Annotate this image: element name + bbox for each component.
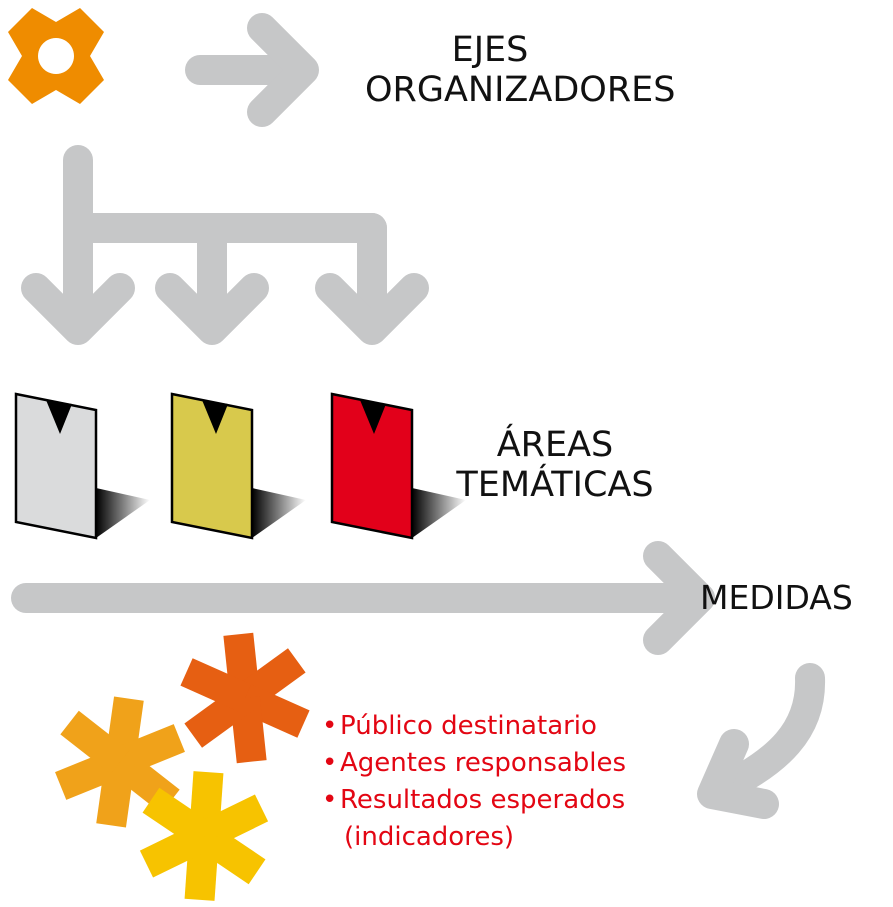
asterisk-icon [139, 771, 269, 901]
bullet-marker: • [322, 785, 338, 815]
area-card-yellow [170, 392, 306, 540]
card-shadow [252, 488, 306, 538]
card-shadow [96, 488, 150, 538]
bullet-item: •Resultados esperados [322, 782, 626, 819]
bullet-marker: • [322, 711, 338, 741]
bullet-text: Agentes responsables [340, 748, 627, 778]
card-notch [202, 400, 228, 434]
bullet-item: •Público destinatario [322, 708, 626, 745]
label-ejes-organizadores: EJES ORGANIZADORES [365, 30, 676, 110]
card-notch [360, 400, 386, 434]
bullet-list: •Público destinatario •Agentes responsab… [322, 708, 626, 856]
label-ejes-line-2: ORGANIZADORES [365, 70, 676, 110]
asterisk-icon [180, 632, 310, 764]
ejes-icon-shape [8, 8, 104, 104]
down-arrow-1 [21, 213, 135, 345]
asterisk-icon [55, 696, 185, 828]
bullet-text: Resultados esperados [340, 785, 626, 815]
curved-arrow [697, 663, 826, 819]
bullet-text: Público destinatario [340, 711, 597, 741]
label-medidas: MEDIDAS [700, 578, 853, 617]
down-arrow-2 [155, 213, 269, 345]
label-areas-tematicas: ÁREAS TEMÁTICAS [455, 425, 655, 505]
card-notch [46, 400, 72, 434]
bullet-marker: • [322, 748, 338, 778]
area-card-red [330, 392, 466, 540]
ejes-organizadores-icon [8, 8, 104, 104]
area-card-grey [14, 392, 150, 540]
asterisk-group [55, 632, 310, 901]
label-ejes-line-1: EJES [451, 30, 529, 70]
bullet-continuation: (indicadores) [344, 822, 515, 852]
down-arrow-3 [315, 213, 429, 345]
branch-connector [63, 145, 387, 243]
label-areas-line-2: TEMÁTICAS [456, 465, 654, 505]
arrow-to-medidas [11, 541, 715, 655]
card-shadow [412, 488, 466, 538]
label-areas-line-1: ÁREAS [496, 425, 614, 465]
bullet-item: •Agentes responsables [322, 745, 626, 782]
arrow-to-ejes [185, 13, 319, 127]
